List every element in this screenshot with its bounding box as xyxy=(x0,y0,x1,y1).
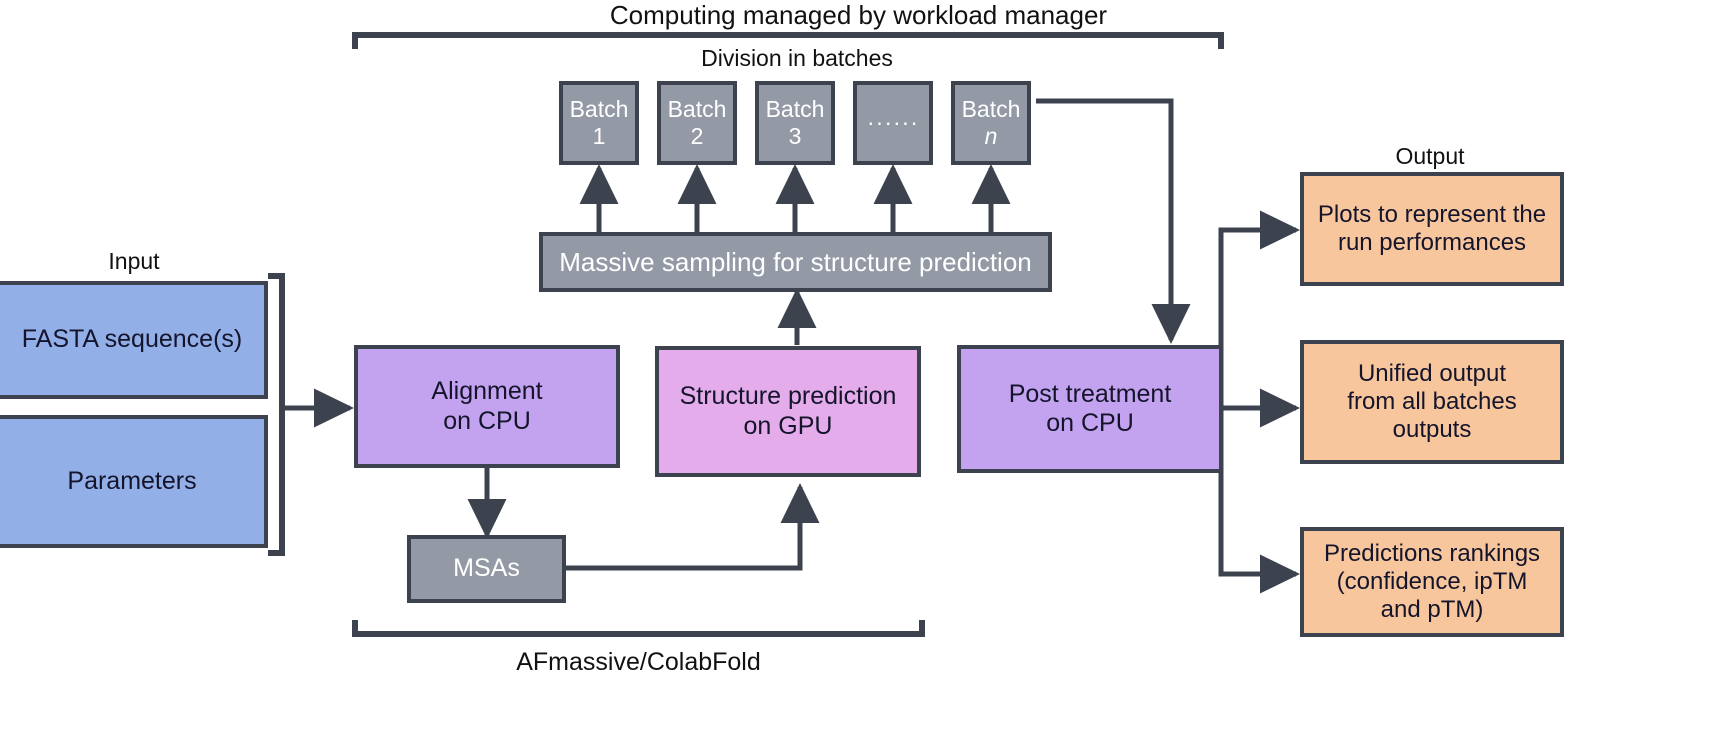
batch-box-1-index: 1 xyxy=(592,123,606,149)
alignment-line-1: Alignment xyxy=(431,377,543,405)
structure-prediction-on-gpu-box[interactable]: Structure prediction on GPU xyxy=(655,346,921,477)
post-line-1: Post treatment xyxy=(1008,379,1172,408)
output-box-rankings[interactable]: Predictions rankings (confidence, ipTM a… xyxy=(1300,527,1564,637)
arrow-post-to-output-3 xyxy=(1218,408,1301,594)
batch-box-n[interactable]: Batch n xyxy=(951,81,1031,165)
output-box-unified-line-3: outputs xyxy=(1392,416,1472,444)
batch-box-2-index: 2 xyxy=(690,123,704,149)
alignment-on-cpu-box[interactable]: Alignment on CPU xyxy=(354,345,620,468)
output-box-unified-line-2: from all batches xyxy=(1347,387,1517,415)
batch-box-ellipsis-index: ······ xyxy=(867,109,919,136)
arrow-msas-to-structure xyxy=(566,482,820,571)
batch-box-ellipsis[interactable]: ······ xyxy=(853,81,933,165)
input-box-parameters[interactable]: Parameters xyxy=(0,415,268,548)
output-box-plots-line-2: run performances xyxy=(1337,229,1527,256)
massive-sampling-label: Massive sampling for structure predictio… xyxy=(559,246,1032,277)
batch-box-3-index: 3 xyxy=(788,123,802,149)
batch-box-1[interactable]: Batch 1 xyxy=(559,81,639,165)
bracket-afmassive xyxy=(352,620,925,637)
structure-line-1: Structure prediction xyxy=(679,382,897,410)
input-box-parameters-label: Parameters xyxy=(67,466,197,495)
label-input: Input xyxy=(108,248,160,274)
batch-box-3[interactable]: Batch 3 xyxy=(755,81,835,165)
batch-box-3-name: Batch xyxy=(765,95,825,122)
output-box-unified[interactable]: Unified output from all batches outputs xyxy=(1300,340,1564,464)
output-box-unified-line-1: Unified output xyxy=(1357,359,1507,387)
label-output: Output xyxy=(1395,143,1465,169)
bracket-input xyxy=(268,273,285,556)
post-line-2: on CPU xyxy=(1046,409,1134,437)
batch-box-2-name: Batch xyxy=(667,95,727,122)
arrow-batchn-to-post xyxy=(1036,98,1191,345)
alignment-line-2: on CPU xyxy=(443,406,531,435)
batch-box-1-name: Batch xyxy=(569,95,629,122)
msas-label: MSAs xyxy=(453,554,520,583)
output-box-rankings-line-2: (confidence, ipTM xyxy=(1336,567,1528,595)
label-division-in-batches: Division in batches xyxy=(701,45,893,71)
output-box-rankings-line-1: Predictions rankings xyxy=(1323,539,1541,567)
post-treatment-on-cpu-box[interactable]: Post treatment on CPU xyxy=(957,345,1223,473)
msas-box[interactable]: MSAs xyxy=(407,535,566,603)
output-box-plots[interactable]: Plots to represent the run performances xyxy=(1300,172,1564,286)
batch-box-n-index: n xyxy=(984,123,998,149)
arrow-post-to-output-1 xyxy=(1218,210,1301,408)
batch-box-n-name: Batch xyxy=(961,95,1021,122)
label-afmassive-colabfold: AFmassive/ColabFold xyxy=(516,648,761,676)
output-box-rankings-line-3: and pTM) xyxy=(1380,596,1484,624)
input-box-fasta-label: FASTA sequence(s) xyxy=(21,325,243,354)
structure-line-2: on GPU xyxy=(743,411,833,440)
input-box-fasta[interactable]: FASTA sequence(s) xyxy=(0,281,268,399)
massive-sampling-bar[interactable]: Massive sampling for structure predictio… xyxy=(539,232,1052,292)
batch-box-2[interactable]: Batch 2 xyxy=(657,81,737,165)
output-box-plots-line-1: Plots to represent the xyxy=(1317,200,1547,228)
title-workload-manager: Computing managed by workload manager xyxy=(609,0,1108,30)
